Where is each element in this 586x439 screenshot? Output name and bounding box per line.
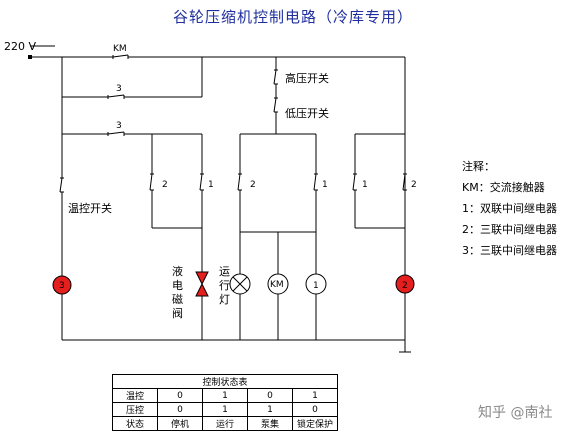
- solenoid-label-4: 阀: [172, 306, 183, 320]
- status-table: 控制状态表 温控 0 1 0 1 压控 0 1 1 0 状态 停机 运行 泵集 …: [112, 374, 338, 431]
- table-row: 压控 0 1 1 0: [112, 402, 338, 417]
- relay2-coil: [395, 274, 415, 294]
- pressure-switches: [273, 57, 278, 134]
- relay2-coil-label: 2: [402, 281, 408, 291]
- relay1-coil-label: 1: [313, 281, 319, 291]
- km-contact-label: KM: [113, 44, 127, 54]
- relay-block-right: [352, 133, 407, 229]
- table-cell: 0: [157, 402, 203, 417]
- table-row: 温控 0 1 0 1: [112, 388, 338, 403]
- run-lamp-symbol: [229, 273, 251, 295]
- note-item: 3：三联中间继电器: [462, 244, 557, 257]
- note-item: 2：三联中间继电器: [462, 223, 557, 236]
- thermostat-label: 温控开关: [68, 201, 112, 215]
- table-cell: 状态: [112, 416, 158, 431]
- relay-block-left: [149, 134, 204, 340]
- run-lamp-label-2: 行: [219, 279, 230, 292]
- relay3-contact-a-label: 3: [116, 84, 122, 94]
- relay-right-2-label: 2: [411, 180, 417, 190]
- solenoid-label-1: 液: [172, 264, 183, 278]
- relay3-contact-b-label: 3: [116, 121, 122, 131]
- notes-panel: 注释： KM：交流接触器 1：双联中间继电器 2：三联中间继电器 3：三联中间继…: [462, 156, 557, 261]
- table-cell: 温控: [112, 388, 158, 403]
- relay-left-1-label: 1: [208, 180, 214, 190]
- status-table-caption: 控制状态表: [112, 374, 338, 389]
- thermostat-switch: [59, 172, 64, 340]
- note-item: KM：交流接触器: [462, 181, 545, 194]
- relay-mid-2-label: 2: [250, 180, 256, 190]
- note-item: 1：双联中间继电器: [462, 202, 557, 215]
- table-cell: 锁定保护: [292, 416, 338, 431]
- watermark: 知乎 @南社: [478, 405, 553, 421]
- km-coil-label: KM: [270, 280, 284, 290]
- relay-right-1-label: 1: [362, 180, 368, 190]
- high-pressure-label: 高压开关: [285, 71, 329, 85]
- km-coil: [267, 273, 289, 295]
- table-cell: 压控: [112, 402, 158, 417]
- relay3-coil: [52, 275, 72, 295]
- relay-mid-1-label: 1: [322, 180, 328, 190]
- table-cell: 0: [292, 402, 338, 417]
- table-cell: 1: [247, 402, 293, 417]
- table-cell: 1: [202, 402, 248, 417]
- relay1-coil: [305, 273, 327, 295]
- low-pressure-label: 低压开关: [285, 106, 329, 120]
- table-cell: 0: [157, 388, 203, 403]
- supply-terminal: [28, 55, 32, 59]
- table-cell: 泵集: [247, 416, 293, 431]
- run-lamp-label-3: 灯: [219, 293, 230, 306]
- relay3-contact-b: [62, 131, 202, 136]
- relay-left-2-label: 2: [162, 180, 168, 190]
- table-cell: 1: [292, 388, 338, 403]
- solenoid-label-3: 磁: [172, 293, 183, 306]
- relay3-coil-label: 3: [59, 281, 65, 291]
- table-cell: 1: [202, 388, 248, 403]
- notes-title: 注释：: [462, 160, 495, 173]
- run-lamp-label-1: 运: [219, 265, 230, 278]
- solenoid-valve-symbol: [195, 271, 209, 297]
- table-cell: 0: [247, 388, 293, 403]
- relay3-contact-a: [62, 57, 203, 99]
- relay-block-mid: [237, 133, 318, 340]
- solenoid-label-2: 电: [172, 279, 183, 292]
- table-row: 状态 停机 运行 泵集 锁定保护: [112, 416, 338, 431]
- table-cell: 运行: [202, 416, 248, 431]
- km-contact: [110, 54, 405, 59]
- table-cell: 停机: [157, 416, 203, 431]
- supply-label: 220 V: [4, 40, 36, 53]
- page-title: 谷轮压缩机控制电路（冷库专用）: [172, 8, 413, 26]
